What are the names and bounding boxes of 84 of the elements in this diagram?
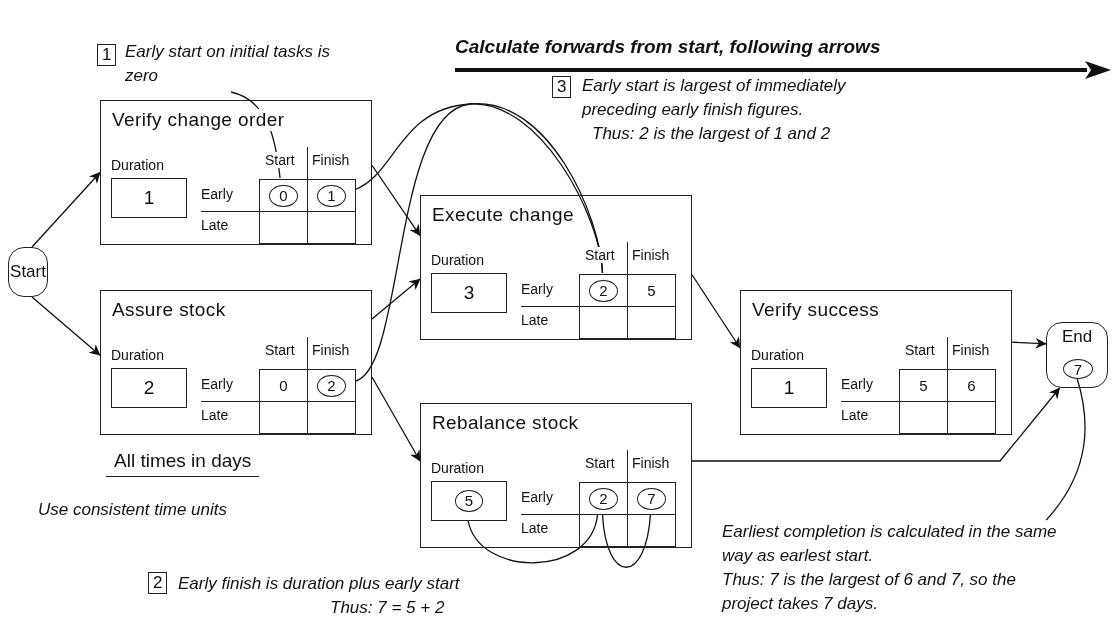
task-box — [100, 100, 372, 245]
table-cell — [579, 274, 628, 307]
diagram-title: Calculate forwards from start, following arrows — [455, 36, 881, 58]
task-box — [420, 195, 692, 340]
table-cell — [627, 514, 676, 547]
arrow — [691, 387, 1061, 462]
table-cell — [307, 211, 356, 244]
arrow — [691, 274, 741, 349]
column-header: Finish — [632, 455, 670, 471]
arrow — [31, 171, 101, 248]
terminal-label: End — [1061, 327, 1093, 347]
field-label: Duration — [431, 460, 484, 476]
callout-number: 2 — [148, 572, 168, 594]
field-label: Duration — [111, 347, 164, 363]
table-cell — [899, 401, 948, 434]
column-header: Start — [585, 455, 615, 471]
field-label: Duration — [111, 157, 164, 173]
note-text: Early start is largest of immediately preceding early finish figures. — [582, 75, 847, 121]
table-cell — [259, 179, 308, 212]
task-box — [740, 290, 1012, 435]
task-box — [420, 403, 692, 548]
field-label: Duration — [751, 347, 804, 363]
leader-line — [601, 513, 652, 568]
leader-line — [354, 103, 604, 382]
row-header: Early — [201, 186, 233, 202]
arrow — [371, 376, 421, 462]
note-text: Thus: 7 is the largest of 6 and 7, so the project takes 7 days. — [722, 569, 1017, 615]
start-terminal: Start — [8, 247, 48, 297]
note-text: Thus: 2 is the largest of 1 and 2 — [592, 123, 832, 145]
column-header: Start — [585, 247, 615, 263]
table-cell — [307, 369, 356, 402]
table-cell: 0 — [259, 369, 308, 402]
row-header: Late — [201, 217, 229, 233]
end-terminal — [1046, 322, 1108, 388]
row-header: Early — [841, 376, 873, 392]
row-header: Late — [841, 407, 869, 423]
leader-line — [467, 513, 599, 564]
table-cell — [579, 514, 628, 547]
note-text: Use consistent time units — [38, 500, 227, 520]
table-cell — [259, 401, 308, 434]
note-text: Early finish is duration plus early start — [178, 573, 461, 595]
duration-box: 1 — [751, 368, 827, 408]
table-cell — [627, 482, 676, 515]
duration-box: 2 — [111, 368, 187, 408]
row-header: Early — [521, 489, 553, 505]
note-text: Early start on initial tasks is zero — [125, 41, 331, 87]
table-cell — [579, 306, 628, 339]
column-header: Finish — [312, 152, 350, 168]
table-cell — [307, 179, 356, 212]
column-header: Finish — [952, 342, 990, 358]
table-cell — [259, 211, 308, 244]
note-text: Earliest completion is calculated in the same way as earlest start. — [722, 521, 1058, 567]
row-header: Late — [521, 520, 549, 536]
row-header: Early — [521, 281, 553, 297]
column-header: Start — [265, 342, 295, 358]
column-header: Start — [265, 152, 295, 168]
column-header: Start — [905, 342, 935, 358]
table-cell: 5 — [899, 369, 948, 402]
arrow — [371, 278, 421, 320]
note-text: Thus: 7 = 5 + 2 — [330, 597, 446, 619]
arrow — [31, 296, 101, 356]
note-heading: All times in days — [106, 450, 260, 477]
task-box — [100, 290, 372, 435]
row-header: Late — [521, 312, 549, 328]
table-cell — [627, 306, 676, 339]
arrow — [1011, 337, 1047, 349]
table-cell — [307, 401, 356, 434]
duration-box: 1 — [111, 178, 187, 218]
arrow — [371, 164, 421, 237]
field-label: Duration — [431, 252, 484, 268]
duration-box: 3 — [431, 273, 507, 313]
table-cell: 5 — [627, 274, 676, 307]
task-title: Verify change order — [112, 109, 285, 131]
duration-box — [431, 481, 507, 521]
callout-number: 1 — [97, 44, 117, 66]
callout-number: 3 — [552, 76, 572, 98]
table-cell: 6 — [947, 369, 996, 402]
column-header: Finish — [312, 342, 350, 358]
column-header: Finish — [632, 247, 670, 263]
table-cell — [947, 401, 996, 434]
table-cell — [579, 482, 628, 515]
row-header: Early — [201, 376, 233, 392]
leader-line — [1045, 377, 1086, 521]
row-header: Late — [201, 407, 229, 423]
